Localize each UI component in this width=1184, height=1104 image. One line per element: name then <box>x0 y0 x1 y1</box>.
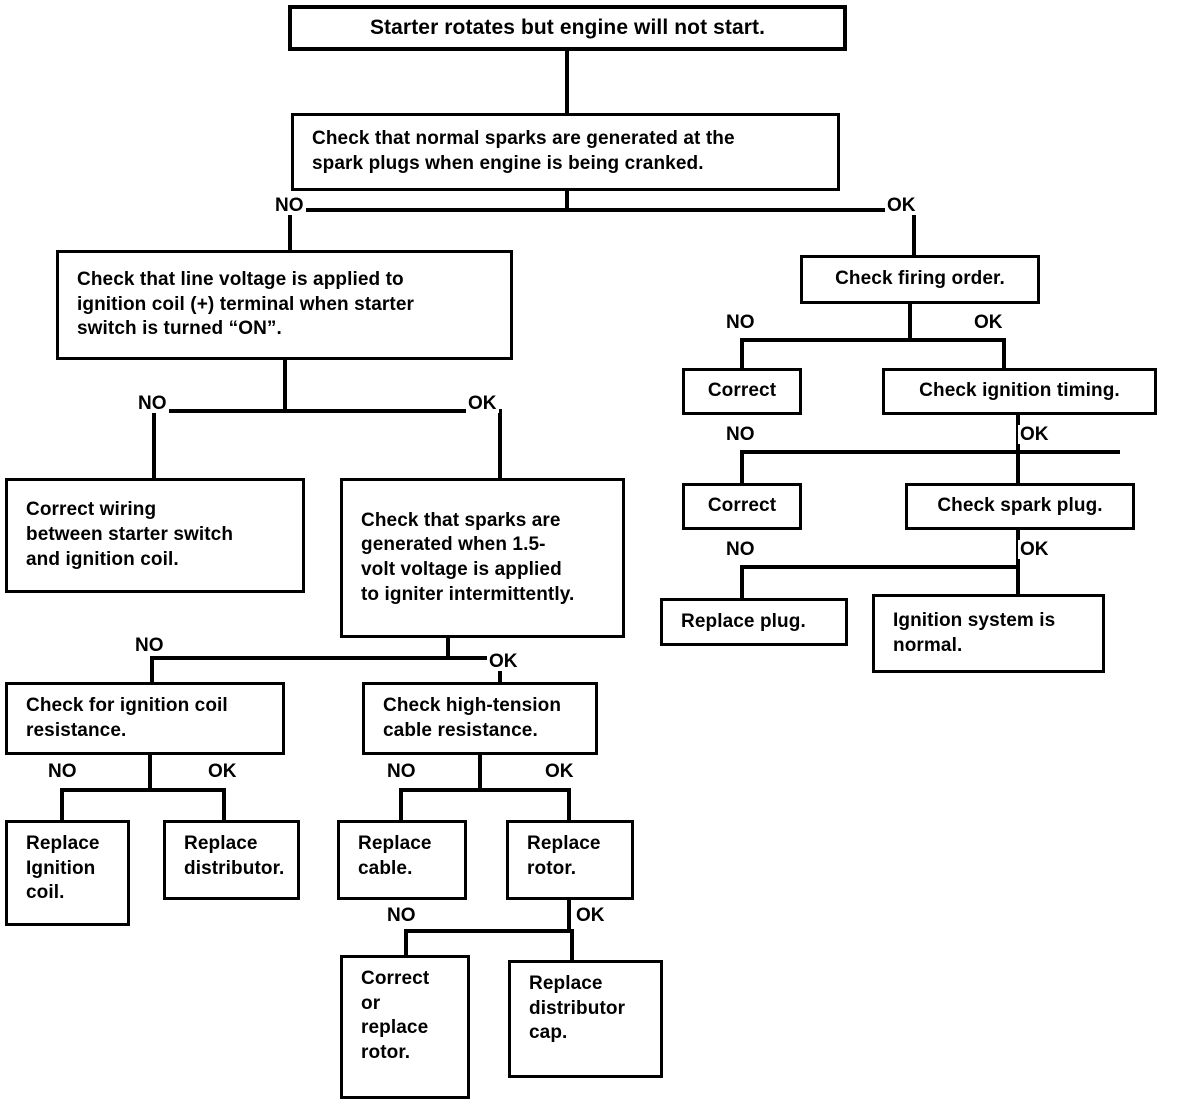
node-check-cable-resistance[interactable]: Check high-tension cable resistance. <box>362 682 598 755</box>
edge-label-line-voltage-no: NO <box>136 393 169 414</box>
node-replace-rotor[interactable]: Replace rotor. <box>506 820 634 900</box>
connector-spark-plug-ok <box>1016 565 1020 594</box>
node-correct-wiring-label: Correct wiring between starter switch an… <box>26 499 234 570</box>
node-check-line-voltage-label: Check that line voltage is applied to ig… <box>77 268 414 340</box>
node-correct-wiring[interactable]: Correct wiring between starter switch an… <box>5 478 305 593</box>
node-check-sparks-igniter[interactable]: Check that sparks are generated when 1.5… <box>340 478 625 638</box>
edge-label-timing-no: NO <box>724 424 757 445</box>
node-replace-distributor-cap-label: Replace distributor cap. <box>529 973 626 1044</box>
connector-coil-res-stem <box>148 755 152 791</box>
connector-firing-order-ok <box>1002 338 1006 368</box>
node-check-spark-plug[interactable]: Check spark plug. <box>905 483 1135 530</box>
edge-label-rotor-ok: OK <box>574 905 607 926</box>
node-ignition-system-normal-label: Ignition system is normal. <box>893 609 1056 656</box>
connector-igniter-split <box>150 656 502 660</box>
node-replace-cable-label: Replace cable. <box>358 833 432 879</box>
edge-label-cable-res-ok: OK <box>543 761 576 782</box>
edge-label-igniter-no: NO <box>133 635 166 656</box>
connector-spark-plug-no <box>740 565 744 598</box>
edge-label-coil-res-ok: OK <box>206 761 239 782</box>
edge-label-coil-res-no: NO <box>46 761 79 782</box>
node-replace-plug[interactable]: Replace plug. <box>660 598 848 646</box>
node-replace-cable[interactable]: Replace cable. <box>337 820 467 900</box>
node-replace-distributor[interactable]: Replace distributor. <box>163 820 300 900</box>
connector-line-voltage-split <box>152 409 502 413</box>
edge-label-rotor-no: NO <box>385 905 418 926</box>
node-check-cable-resistance-label: Check high-tension cable resistance. <box>383 694 562 741</box>
connector-cable-res-ok <box>567 788 571 820</box>
node-check-coil-resistance-label: Check for ignition coil resistance. <box>26 694 228 741</box>
edge-label-spark-plug-no: NO <box>724 539 757 560</box>
node-check-sparks-cranked[interactable]: Check that normal sparks are generated a… <box>291 113 840 191</box>
node-replace-distributor-cap[interactable]: Replace distributor cap. <box>508 960 663 1078</box>
connector-firing-order-stem <box>908 303 912 341</box>
node-correct-firing-order[interactable]: Correct <box>682 368 802 415</box>
node-replace-plug-label: Replace plug. <box>681 610 806 632</box>
node-correct-firing-order-label: Correct <box>707 380 777 402</box>
node-correct-timing-label: Correct <box>707 495 777 517</box>
connector-firing-order-no <box>740 338 744 368</box>
connector-timing-ok <box>1016 450 1020 483</box>
connector-firing-order-split <box>740 338 1006 342</box>
connector-spark-plug-split <box>740 565 1020 569</box>
node-check-ignition-timing[interactable]: Check ignition timing. <box>882 368 1157 415</box>
connector-rotor-no <box>404 929 408 955</box>
node-correct-timing[interactable]: Correct <box>682 483 802 530</box>
edge-label-firing-order-ok: OK <box>972 312 1005 333</box>
connector-check-sparks-ok <box>912 208 916 255</box>
connector-line-voltage-ok <box>498 409 502 478</box>
edge-label-line-voltage-ok: OK <box>466 393 499 414</box>
node-check-spark-plug-label: Check spark plug. <box>937 495 1103 517</box>
connector-igniter-stem <box>446 637 450 659</box>
edge-label-igniter-ok: OK <box>487 651 520 672</box>
connector-coil-res-ok <box>222 788 226 820</box>
node-correct-or-replace-rotor-label: Correct or replace rotor. <box>361 968 430 1064</box>
connector-line-voltage-stem <box>283 360 287 413</box>
connector-line-voltage-no <box>152 409 156 478</box>
node-replace-distributor-label: Replace distributor. <box>184 833 285 879</box>
connector-check-sparks-no <box>288 208 292 250</box>
node-replace-ignition-coil[interactable]: Replace Ignition coil. <box>5 820 130 926</box>
edge-label-cable-res-no: NO <box>385 761 418 782</box>
connector-coil-res-split <box>60 788 226 792</box>
connector-root-to-check-sparks <box>565 50 569 113</box>
connector-cable-res-stem <box>478 755 482 791</box>
connector-timing-no <box>740 450 744 483</box>
connector-rotor-ok <box>570 929 574 960</box>
node-replace-rotor-label: Replace rotor. <box>527 833 601 879</box>
connector-igniter-no <box>150 656 154 682</box>
node-root[interactable]: Starter rotates but engine will not star… <box>288 5 847 51</box>
node-check-ignition-timing-label: Check ignition timing. <box>919 380 1120 402</box>
node-check-sparks-cranked-label: Check that normal sparks are generated a… <box>312 128 735 174</box>
node-check-firing-order[interactable]: Check firing order. <box>800 255 1040 304</box>
connector-cable-res-no <box>399 788 403 820</box>
edge-label-firing-order-no: NO <box>724 312 757 333</box>
connector-timing-split <box>740 450 1120 454</box>
edge-label-spark-plug-ok: OK <box>1018 539 1051 560</box>
edge-label-sparks-ok: OK <box>885 195 918 216</box>
node-ignition-system-normal[interactable]: Ignition system is normal. <box>872 594 1105 673</box>
node-root-label: Starter rotates but engine will not star… <box>369 16 766 40</box>
node-replace-ignition-coil-label: Replace Ignition coil. <box>26 833 100 904</box>
edge-label-sparks-no: NO <box>273 195 306 216</box>
connector-cable-res-split <box>399 788 571 792</box>
connector-check-sparks-split <box>288 208 916 212</box>
node-check-firing-order-label: Check firing order. <box>835 268 1005 290</box>
connector-check-sparks-stem <box>565 190 569 211</box>
node-check-coil-resistance[interactable]: Check for ignition coil resistance. <box>5 682 285 755</box>
edge-label-timing-ok: OK <box>1018 424 1051 445</box>
connector-coil-res-no <box>60 788 64 820</box>
connector-rotor-stem <box>567 900 571 932</box>
node-check-line-voltage[interactable]: Check that line voltage is applied to ig… <box>56 250 513 360</box>
node-correct-or-replace-rotor[interactable]: Correct or replace rotor. <box>340 955 470 1099</box>
connector-rotor-split <box>404 929 574 933</box>
node-check-sparks-igniter-label: Check that sparks are generated when 1.5… <box>361 509 575 605</box>
